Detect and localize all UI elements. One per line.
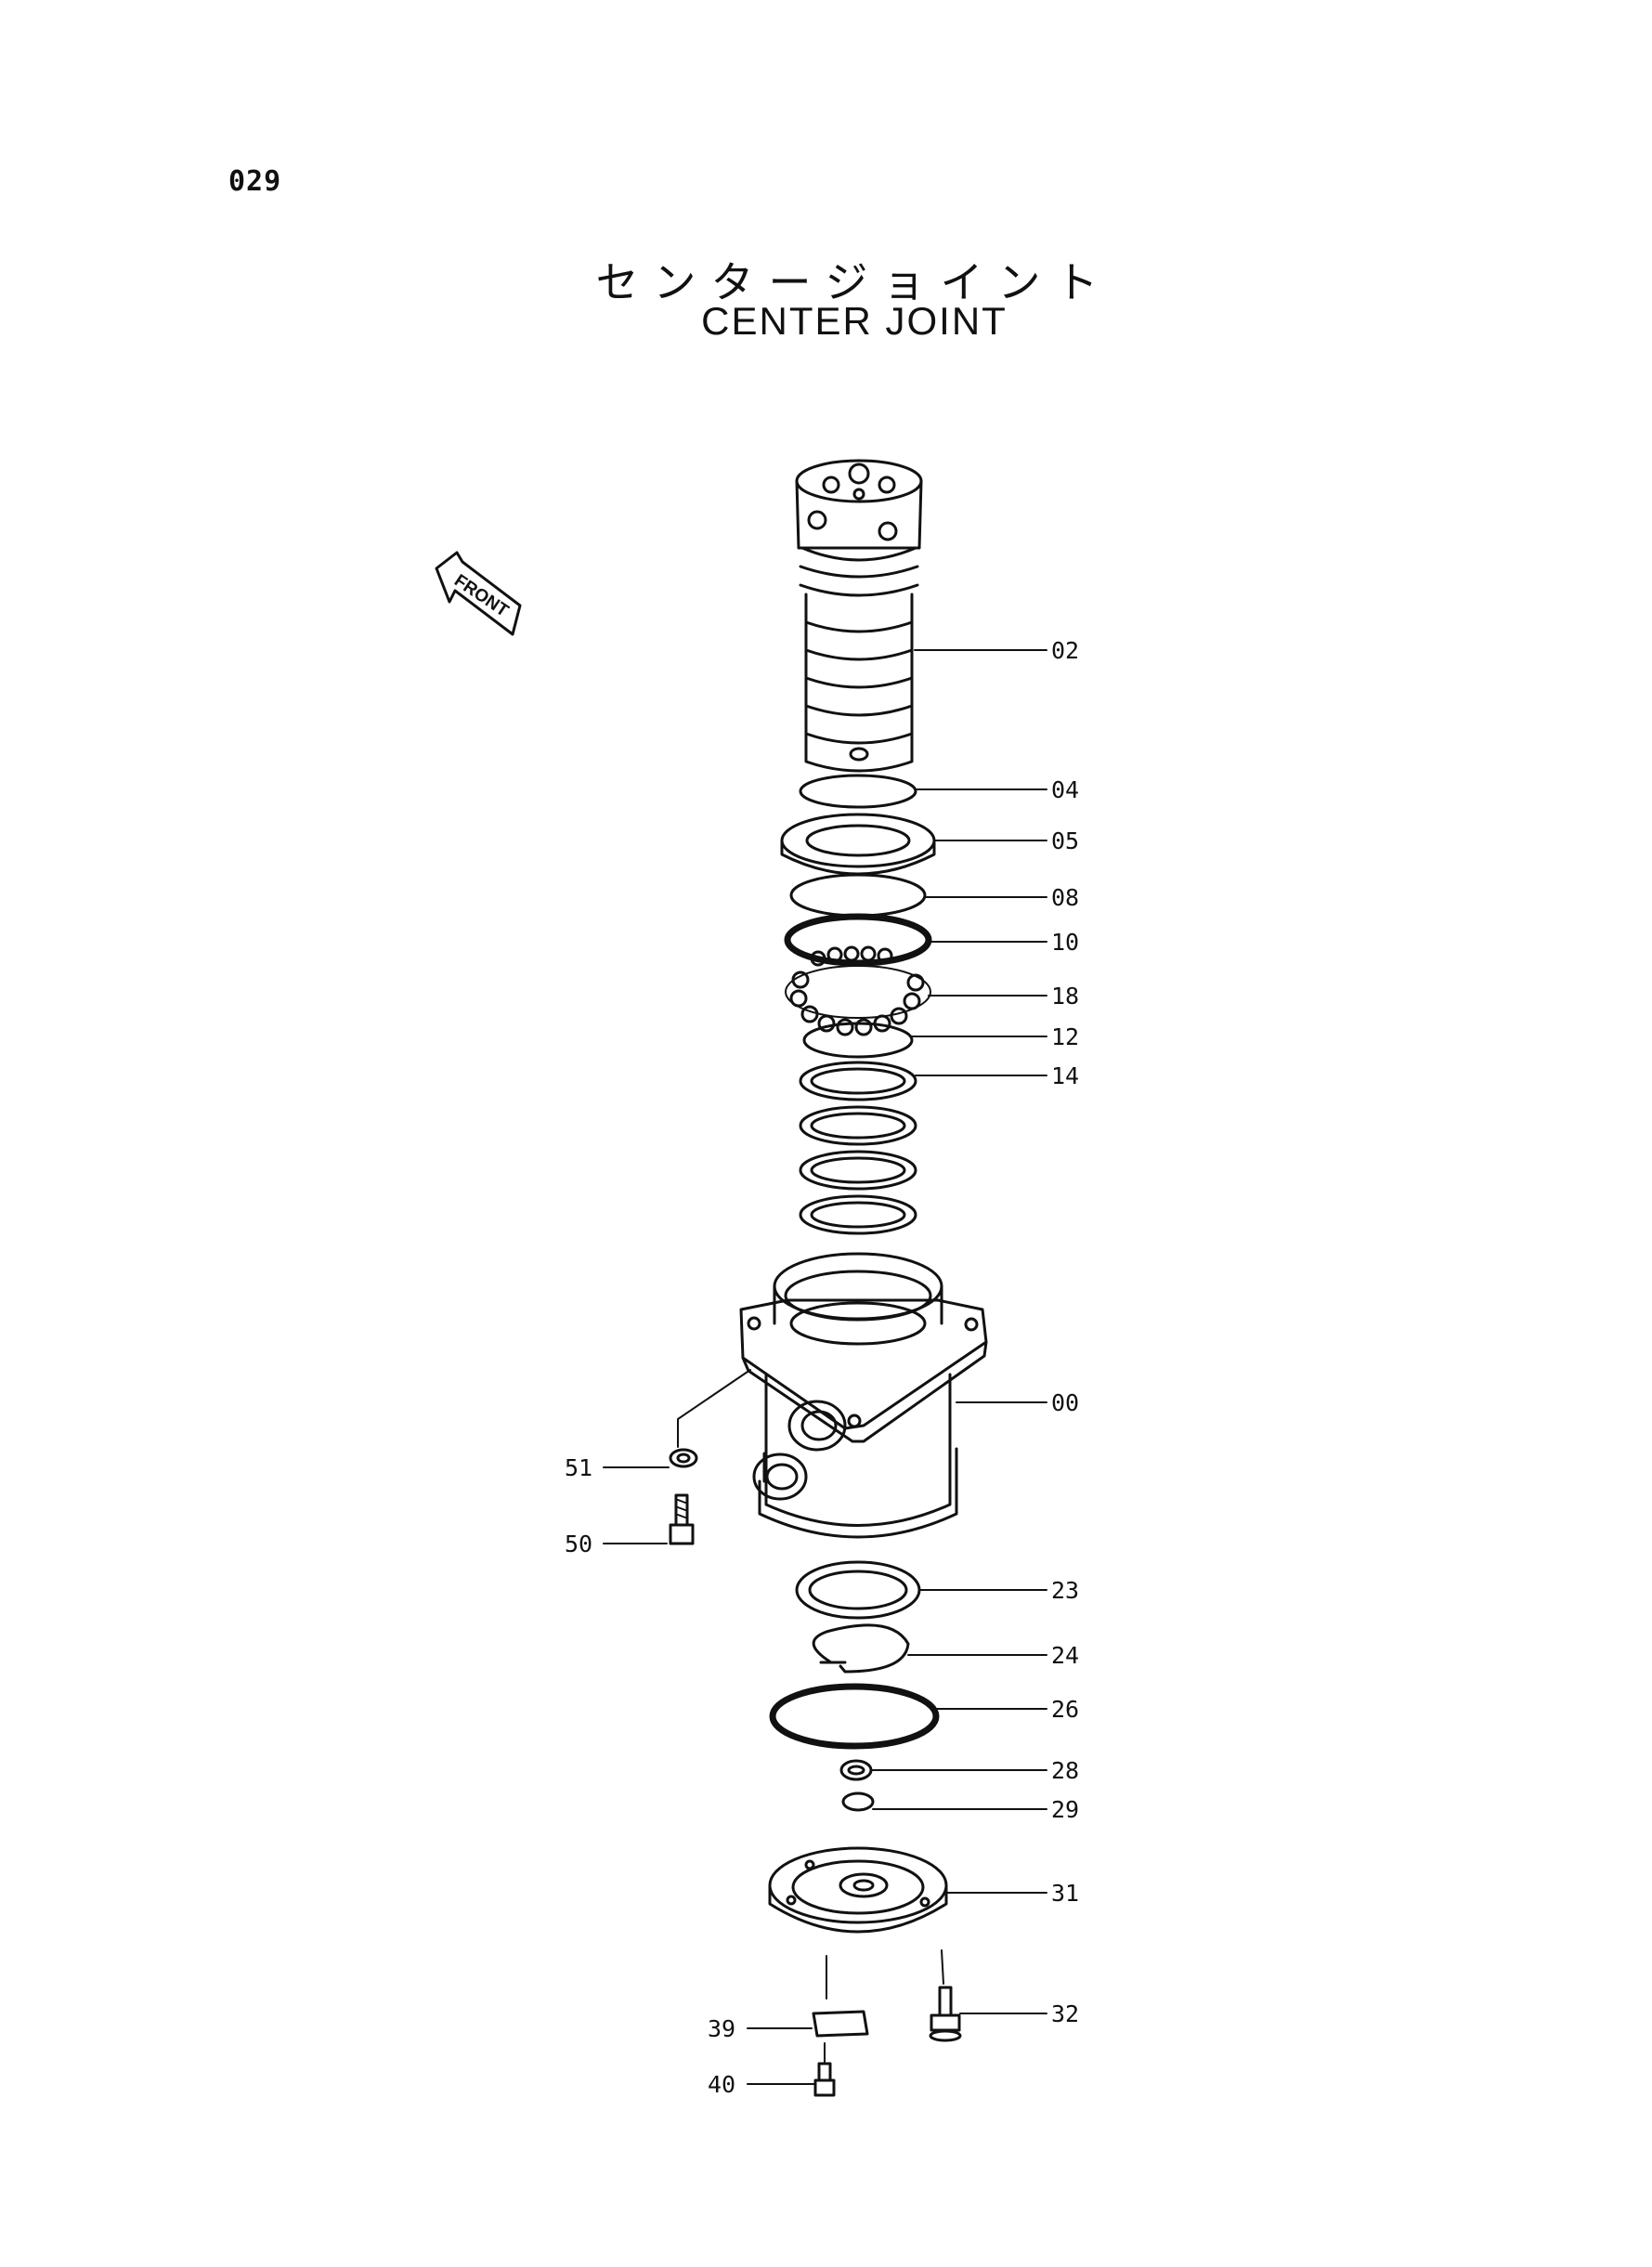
callout-labels: 02 04 05 08 10 18 12 14 00 51 50 23 24 2… (565, 637, 1079, 2098)
part-39-plate (812, 1955, 869, 2038)
leader-lines (603, 649, 1047, 2085)
part-40-screw (813, 2042, 836, 2097)
part-04-ring (799, 774, 917, 809)
callout-28: 28 (1051, 1757, 1079, 1784)
callout-23: 23 (1051, 1577, 1079, 1604)
callout-26: 26 (1051, 1696, 1079, 1723)
callout-40: 40 (708, 2071, 735, 2098)
part-02-spindle (795, 459, 923, 773)
part-18-ball-ring (785, 945, 931, 1036)
part-23-ring (795, 1560, 921, 1620)
part-26-o-ring (769, 1683, 940, 1750)
part-05-washer (780, 813, 936, 876)
part-28-small-ring (839, 1759, 873, 1781)
callout-31: 31 (1051, 1880, 1079, 1907)
part-10-o-ring (784, 913, 932, 967)
callout-02: 02 (1051, 637, 1079, 664)
callout-14: 14 (1051, 1062, 1079, 1089)
part-12-ring (802, 1022, 914, 1059)
callout-51: 51 (565, 1454, 592, 1481)
callout-39: 39 (708, 2015, 735, 2042)
callout-29: 29 (1051, 1796, 1079, 1823)
callout-50: 50 (565, 1531, 592, 1557)
part-31-cover (768, 1846, 948, 1934)
callout-32: 32 (1051, 2000, 1079, 2027)
callout-24: 24 (1051, 1642, 1079, 1669)
callout-08: 08 (1051, 884, 1079, 911)
part-32-bolt (929, 1949, 962, 2042)
part-14-seal-stack (799, 1061, 917, 1235)
front-arrow-label: FRONT (450, 571, 512, 621)
callout-18: 18 (1051, 983, 1079, 1010)
part-24-snap-ring (812, 1623, 910, 1674)
part-50-bolt (669, 1493, 695, 1545)
callout-05: 05 (1051, 827, 1079, 854)
callout-12: 12 (1051, 1023, 1079, 1050)
part-29-disc (841, 1791, 875, 1812)
page-number: 029 (228, 165, 282, 198)
part-51-washer (669, 1369, 751, 1468)
callout-10: 10 (1051, 929, 1079, 956)
callout-00: 00 (1051, 1389, 1079, 1416)
part-08-ring (789, 873, 927, 918)
part-00-body (739, 1252, 988, 1539)
title-english: CENTER JOINT (701, 299, 1008, 343)
front-arrow: FRONT (435, 551, 522, 636)
title-japanese: センタージョイント (595, 257, 1113, 307)
callout-04: 04 (1051, 776, 1079, 803)
